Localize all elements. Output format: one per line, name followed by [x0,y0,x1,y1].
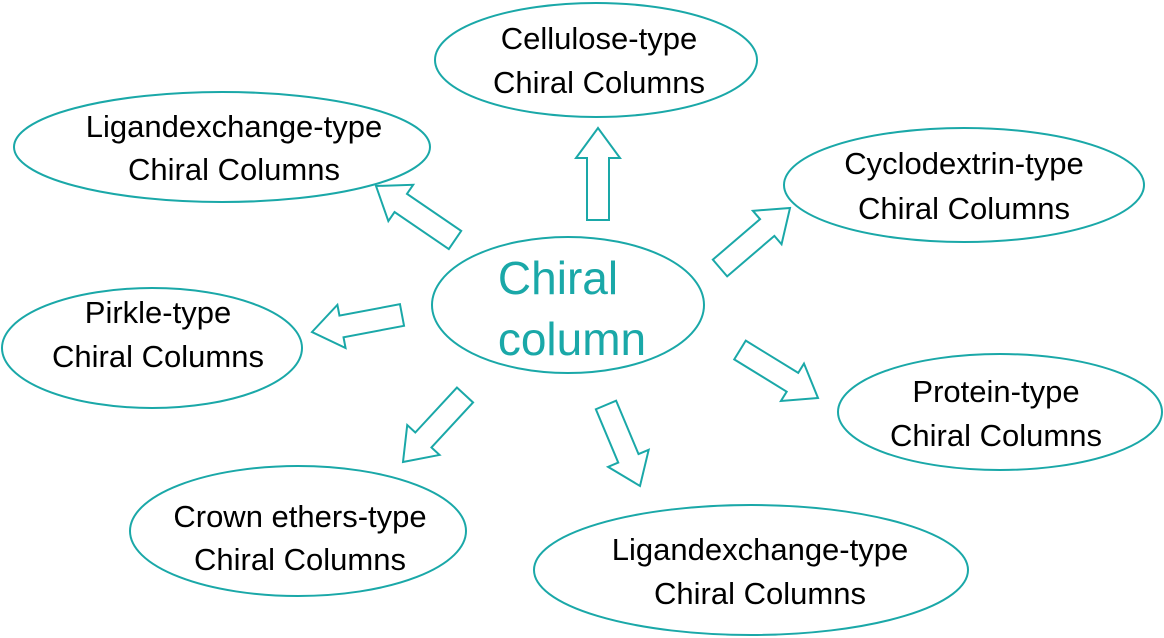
node-label-line1: Ligandexchange-type [86,109,382,144]
node-ellipse [13,91,431,203]
node-label-line1: Cellulose-type [501,21,697,56]
node-label-line2: Chiral Columns [194,542,406,577]
center-ellipse [431,236,705,374]
node-label-line2: Chiral Columns [52,339,264,374]
node-ellipse [129,465,467,597]
center-label-line2: column [498,313,646,365]
arrow-to-ligandexchange-top [374,183,463,251]
center-label-line1: Chiral [498,252,618,304]
node-crown-ethers: Crown ethers-type Chiral Columns [129,465,467,597]
node-ellipse [783,127,1145,243]
arrow-to-pirkle [310,302,406,350]
node-ellipse [1,287,303,409]
node-label-line1: Protein-type [912,374,1079,409]
node-cellulose: Cellulose-type Chiral Columns [434,2,758,118]
node-label-line1: Cyclodextrin-type [844,146,1083,181]
node-ellipse [533,504,969,636]
node-ellipse [434,2,758,118]
node-ligandexchange-bottom: Ligandexchange-type Chiral Columns [533,504,969,636]
arrows [310,126,820,488]
node-label-line2: Chiral Columns [654,576,866,611]
node-ligandexchange-top: Ligandexchange-type Chiral Columns [13,91,431,203]
arrow-to-cellulose [574,126,622,221]
arrow-to-crown-ethers [401,386,475,464]
arrow-to-ligandexchange-bottom [594,399,651,488]
arrow-to-cyclodextrin [711,206,792,278]
node-label-line2: Chiral Columns [493,65,705,100]
node-label-line1: Ligandexchange-type [612,532,908,567]
node-ellipse [837,353,1163,471]
node-label-line2: Chiral Columns [890,418,1102,453]
node-label-line2: Chiral Columns [128,152,340,187]
node-protein: Protein-type Chiral Columns [837,353,1163,471]
arrow-to-protein [732,339,820,403]
node-cyclodextrin: Cyclodextrin-type Chiral Columns [783,127,1145,243]
node-pirkle: Pirkle-type Chiral Columns [1,287,303,409]
node-label-line1: Pirkle-type [85,295,231,330]
node-label-line2: Chiral Columns [858,191,1070,226]
node-center: Chiral column [431,236,705,374]
node-label-line1: Crown ethers-type [173,499,426,534]
